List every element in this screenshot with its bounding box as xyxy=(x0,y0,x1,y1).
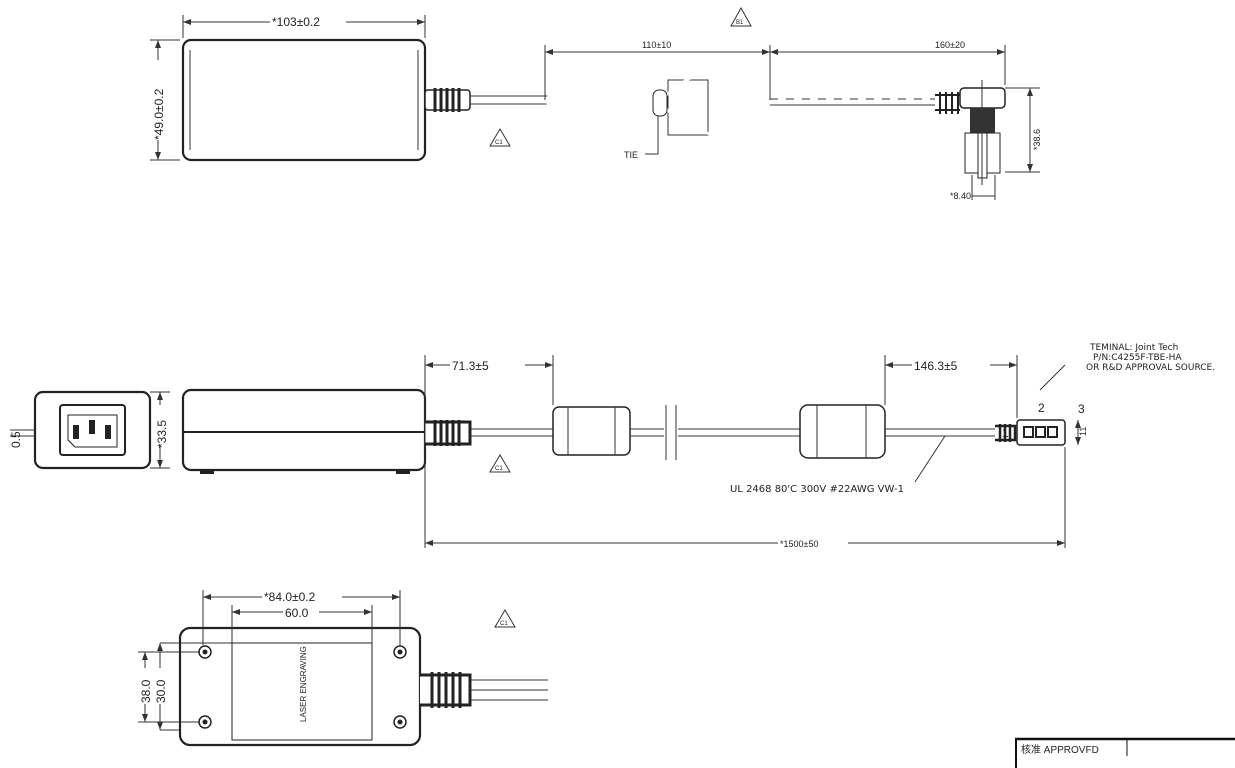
total-length-dimension: *1500±50 xyxy=(780,539,818,549)
top-view: *103±0.2 *49.0±0.2 110±10 160±20 B1 C1 T… xyxy=(150,6,1042,201)
revision-c1-marker: C1 xyxy=(495,466,503,472)
molex-connector xyxy=(995,419,1066,446)
ferrite1-dimension: 71.3±5 xyxy=(452,359,489,373)
laser-engraving-label: LASER ENGRAVING xyxy=(299,646,308,722)
cable-dimension: 160±20 xyxy=(935,40,965,50)
pin-2-label: 2 xyxy=(1038,401,1045,415)
ferrite-core-1 xyxy=(552,406,631,456)
cable-loop xyxy=(546,67,772,138)
revision-b1-marker: B1 xyxy=(736,20,744,26)
label-height-dimension: 30.0 xyxy=(154,679,168,703)
adapter-body-side xyxy=(181,388,427,472)
adapter-body-top xyxy=(181,38,427,162)
terminal-note-line3: OR R&D APPROVAL SOURCE. xyxy=(1086,363,1215,373)
screw-spacing-dimension: 38.0 xyxy=(139,679,153,703)
ferrite2-dimension: 146.3±5 xyxy=(914,359,958,373)
screw-icon xyxy=(198,645,407,729)
connector-height-dimension: *38.6 xyxy=(1032,129,1042,150)
width-dimension: *103±0.2 xyxy=(272,15,320,29)
tie-label: TIE xyxy=(624,150,638,160)
gap-dimension: 0.5 xyxy=(9,431,23,448)
approved-label: 核准 APPROVFD xyxy=(1021,743,1099,756)
strain-relief xyxy=(420,672,472,708)
bottom-width-dimension: *84.0±0.2 xyxy=(264,590,316,604)
end-height-dimension: *33.5 xyxy=(155,420,169,448)
laser-engraving-area xyxy=(231,642,373,741)
pin-1-label: 1 xyxy=(1002,426,1009,440)
bottom-view: LASER ENGRAVING *84.0±0.2 60.0 38.0 30.0… xyxy=(138,588,548,747)
side-view: 0.5 *33.5 xyxy=(9,343,1215,550)
cable-tie xyxy=(652,89,668,117)
loop-dimension: 110±10 xyxy=(642,40,671,50)
terminal-note-line1: TEMINAL: Joint Tech xyxy=(1089,343,1178,353)
strain-relief xyxy=(425,420,472,446)
label-width-dimension: 60.0 xyxy=(285,606,309,620)
revision-c1-marker: C1 xyxy=(500,621,508,627)
ferrite-core-2 xyxy=(799,404,886,459)
title-block: 核准 APPROVFD xyxy=(1015,737,1235,768)
strain-relief xyxy=(424,88,471,112)
pin-3-label: 3 xyxy=(1078,402,1085,416)
height-dimension: *49.0±0.2 xyxy=(152,88,166,140)
revision-c1-marker: C1 xyxy=(495,140,503,146)
dc-connector-top xyxy=(935,80,1006,185)
cable-spec: UL 2468 80'C 300V #22AWG VW-1 xyxy=(730,484,904,495)
connector-width-dimension: *8.40 xyxy=(950,191,971,201)
connector-dimension: 11 xyxy=(1078,427,1088,436)
cable-break-mark xyxy=(664,405,678,460)
terminal-note-line2: P/N:C4255F-TBE-HA xyxy=(1093,353,1182,363)
